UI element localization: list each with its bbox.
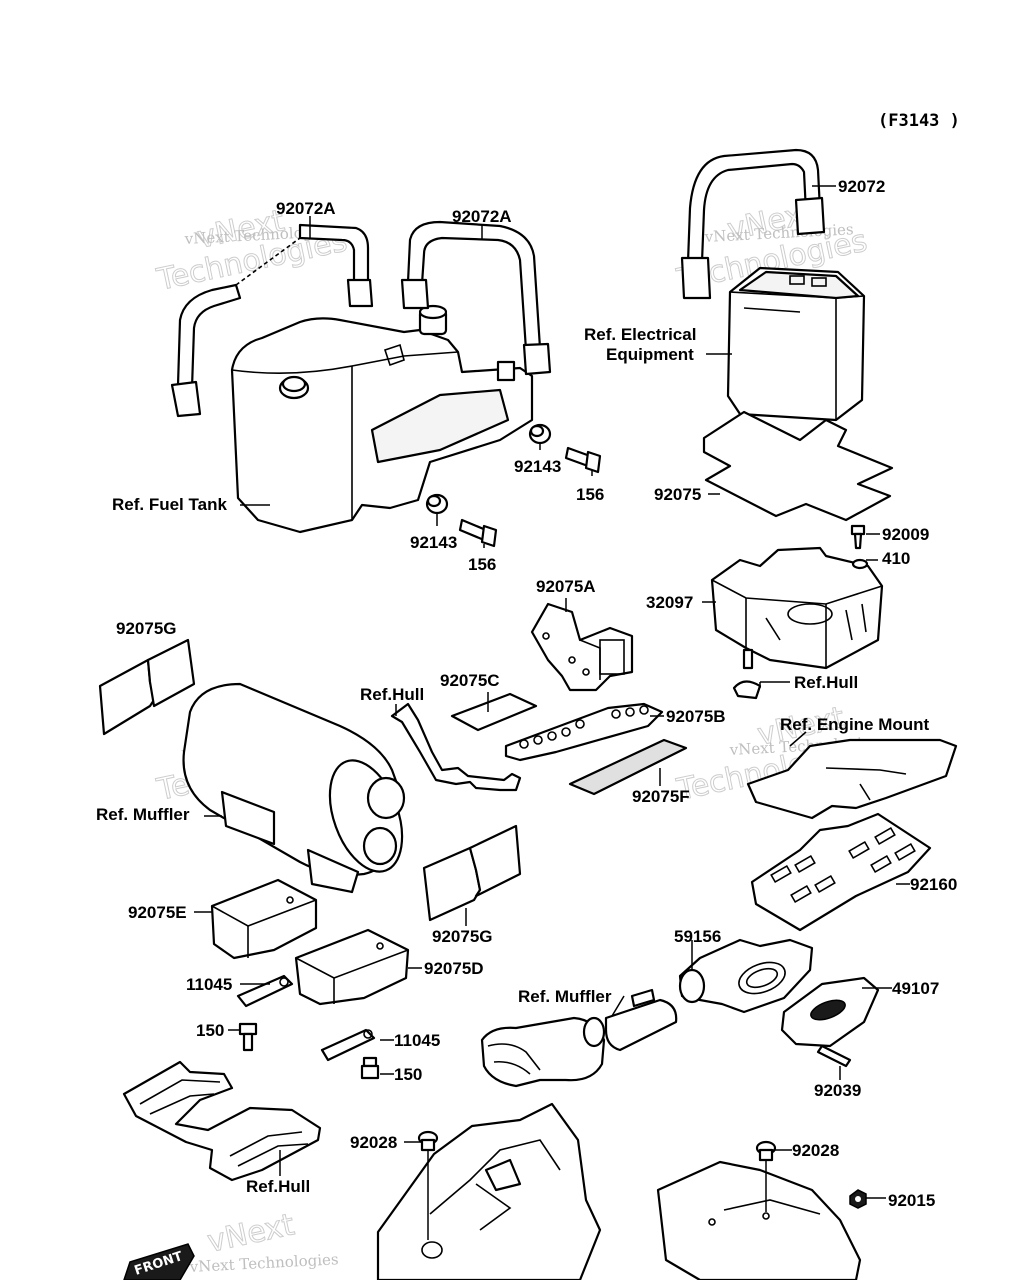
pad-92075G-top [98,638,196,736]
fuel-tank [230,304,534,534]
engine-mount [746,738,958,820]
muffler [182,682,406,894]
screw-92009 [850,524,866,550]
strap-92072A-left [170,223,374,418]
label-bolt-156-lower: 156 [468,555,496,574]
label-clamp-11045-lower: 11045 [394,1031,440,1050]
clamp-11045-upper [236,974,294,1008]
label-ref-engine-mount: Ref. Engine Mount [780,715,930,734]
label-washer-410: 410 [882,549,910,568]
gasket-59156 [678,938,814,1014]
label-ref-muffler-upper: Ref. Muffler [96,805,190,824]
label-screw-92009: 92009 [882,525,929,544]
bracket-92075E [210,878,318,960]
bolt-150-upper [238,1022,258,1052]
label-plate-49107: 49107 [892,979,939,998]
label-strap-92072: 92072 [838,177,885,196]
label-clamp-11045-upper: 11045 [186,975,232,994]
label-pad-92075G-bottom: 92075G [432,927,493,946]
strap-92072 [680,148,826,300]
hull-rail [122,1060,322,1182]
bracket-92075A [530,602,634,692]
watermark-big: vNext [204,1207,297,1260]
battery-pad-92075 [702,410,894,522]
plate-49107 [780,976,880,1048]
label-ref-hull-battery: Ref.Hull [794,673,858,692]
label-bolt-92028-right: 92028 [792,1141,839,1160]
label-grommet-92143-upper: 92143 [514,457,561,476]
bolt-92028-right [755,1140,777,1162]
clamp-11045-lower [320,1028,376,1062]
label-strap-92072A-left: 92072A [276,199,336,218]
label-pin-92039: 92039 [814,1081,861,1100]
label-battery-case-32097: 32097 [646,593,693,612]
hull-right [656,1160,862,1280]
plate-92160 [750,812,932,932]
bolt-156-lower [458,518,498,548]
callout-labels: 92072A 92072A 92072 Ref. Electrical Equi… [96,177,957,1210]
pad-92075C [450,692,538,732]
pad-92075F [568,738,688,796]
bolt-92028-left [417,1130,439,1152]
label-pad-92075F: 92075F [632,787,690,806]
exhaust-pipe [480,988,678,1088]
label-ref-muffler-lower: Ref. Muffler [518,987,612,1006]
label-ref-equipment: Equipment [606,345,694,364]
bolt-156-upper [564,446,602,474]
grommet-92143-lower [425,493,449,515]
label-ref-fuel-tank: Ref. Fuel Tank [112,495,227,514]
label-grommet-92143-lower: 92143 [410,533,457,552]
label-nut-92015: 92015 [888,1191,935,1210]
label-bolt-92028-left: 92028 [350,1133,397,1152]
hull-tab-battery [732,648,762,700]
front-badge: FRONT [123,1243,195,1280]
label-pad-92075D: 92075D [424,959,484,978]
plate-92075B [504,702,664,762]
label-pad-92075B: 92075B [666,707,726,726]
label-pad-92075G-top: 92075G [116,619,177,638]
battery [726,266,866,422]
label-gasket-59156: 59156 [674,927,721,946]
label-bolt-156-upper: 156 [576,485,604,504]
grommet-92143-upper [528,423,552,445]
label-strap-92072A-mid: 92072A [452,207,512,226]
hull-center [376,1102,602,1280]
label-ref-hull-bottom: Ref.Hull [246,1177,310,1196]
label-pad-92075E: 92075E [128,903,187,922]
label-pad-92075C: 92075C [440,671,500,690]
leader-lines [194,185,910,1240]
pad-92075G-bottom [422,824,522,922]
label-ref-electrical: Ref. Electrical [584,325,696,344]
label-bolt-150-lower: 150 [394,1065,422,1084]
strap-92072A-mid [400,220,552,376]
pin-92039 [816,1044,852,1068]
label-ref-hull-bracket: Ref.Hull [360,685,424,704]
diagram-code: (F3143 ) [878,111,960,131]
label-battery-pad-92075: 92075 [654,485,701,504]
washer-410 [851,558,869,570]
nut-92015 [849,1189,867,1209]
bracket-ref-hull [390,702,522,792]
label-bolt-150-upper: 150 [196,1021,224,1040]
label-plate-92160: 92160 [910,875,957,894]
bracket-92075D [294,928,410,1006]
bolt-150-lower [360,1056,380,1080]
label-pad-92075A: 92075A [536,577,596,596]
